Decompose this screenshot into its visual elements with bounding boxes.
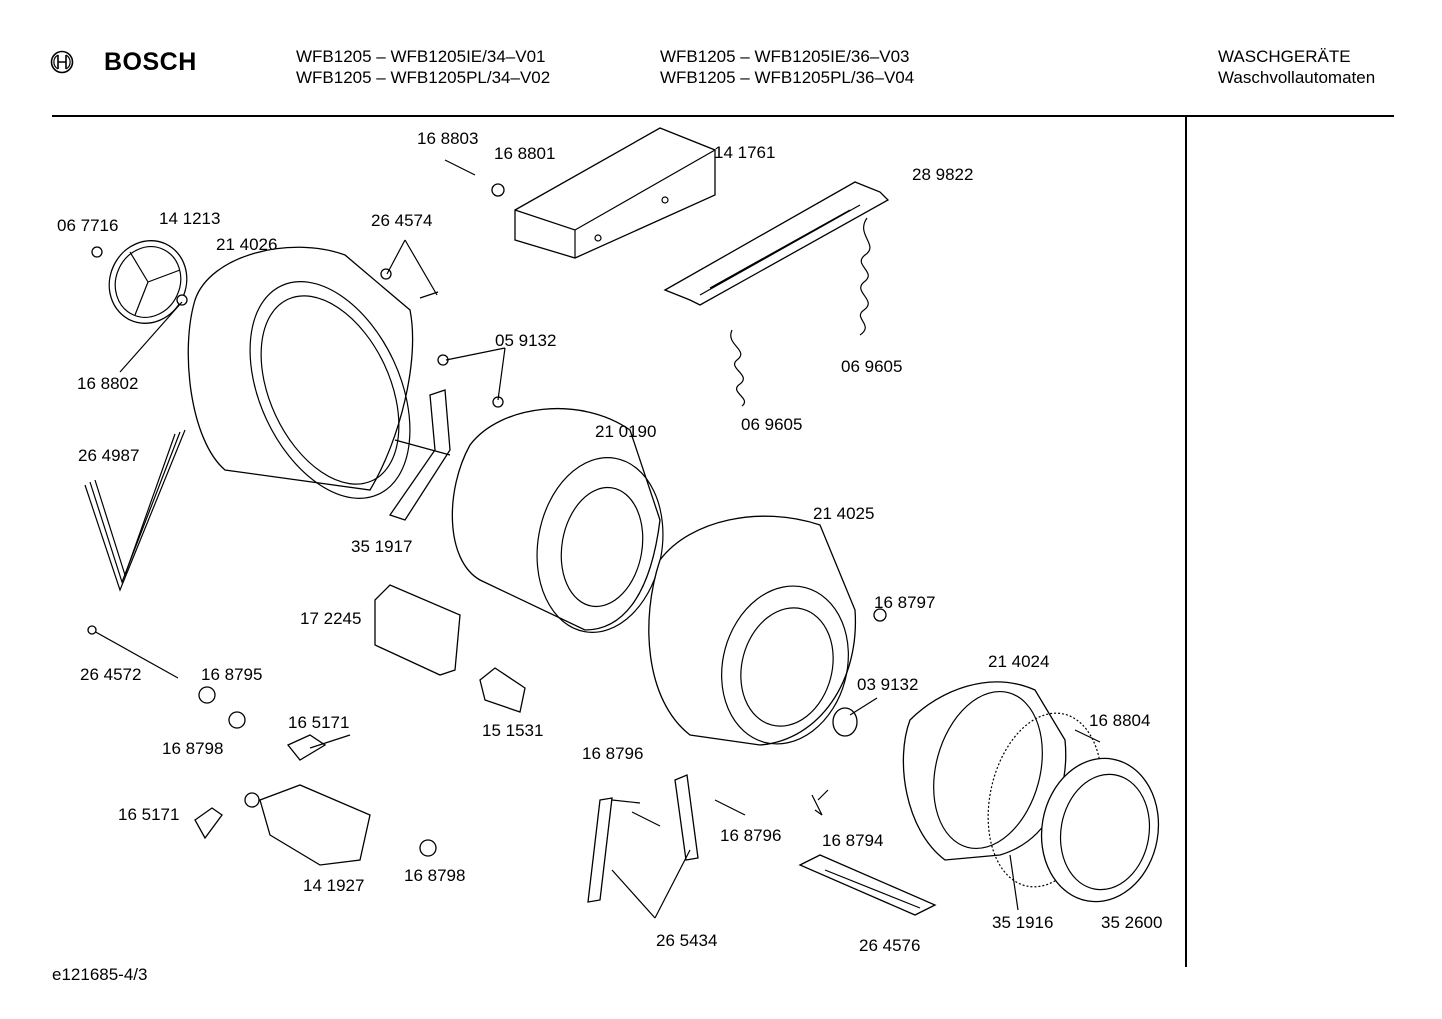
cover-box-part: [514, 127, 716, 259]
part-label-352600: 35 2600: [1101, 913, 1162, 932]
part-label-351917: 35 1917: [351, 537, 412, 556]
header-divider: [52, 115, 1394, 117]
drum-spider-part: [388, 389, 451, 521]
part-label-069605-left: 06 9605: [741, 415, 802, 434]
rear-tub-part: [187, 246, 414, 499]
part-label-168798-upper: 16 8798: [162, 739, 223, 758]
part-label-069605-right: 06 9605: [841, 357, 902, 376]
model-left-1: WFB1205 – WFB1205IE/34–V01: [296, 47, 546, 66]
brand-name: BOSCH: [104, 48, 197, 76]
part-label-168794: 16 8794: [822, 831, 883, 850]
model-right-2: WFB1205 – WFB1205PL/36–V04: [660, 68, 915, 87]
part-label-141927: 14 1927: [303, 876, 364, 895]
door-seal-part: [1040, 757, 1160, 903]
part-label-168796-lower: 16 8796: [720, 826, 781, 845]
bolt-parts: [631, 799, 746, 827]
part-label-168796-upper: 16 8796: [582, 744, 643, 763]
motor-part: [244, 784, 371, 866]
part-label-059132: 05 9132: [495, 331, 556, 350]
part-label-141213: 14 1213: [159, 209, 220, 228]
small-fasteners: [91, 159, 1101, 857]
spring-part-right: [859, 217, 871, 336]
part-label-039132: 03 9132: [857, 675, 918, 694]
pin-part: [87, 625, 179, 679]
part-label-168795: 16 8795: [201, 665, 262, 684]
shock-absorber-part-left: [587, 797, 613, 903]
part-label-168803: 16 8803: [417, 129, 478, 148]
part-label-214024: 21 4024: [988, 652, 1049, 671]
part-label-264987: 26 4987: [78, 446, 139, 465]
part-label-168797: 16 8797: [874, 593, 935, 612]
part-label-151531: 15 1531: [482, 721, 543, 740]
part-label-264572: 26 4572: [80, 665, 141, 684]
part-label-141761: 14 1761: [714, 143, 775, 162]
heater-part: [798, 854, 937, 916]
side-divider: [1185, 117, 1187, 967]
part-label-168804: 16 8804: [1089, 711, 1150, 730]
part-label-168798-lower: 16 8798: [404, 866, 465, 885]
bosch-logo-icon: [50, 50, 74, 74]
part-label-168802: 16 8802: [77, 374, 138, 393]
bracket-part: [663, 181, 890, 306]
heater-bracket-part: [374, 584, 461, 676]
drum-part: [451, 407, 664, 633]
part-label-165171-upper: 16 5171: [288, 713, 349, 732]
shock-absorber-part-right: [674, 774, 699, 861]
belt-part: [84, 429, 186, 592]
pulley-part: [108, 240, 188, 324]
part-label-351916: 35 1916: [992, 913, 1053, 932]
spring-part-left: [730, 329, 745, 407]
category-title: WASCHGERÄTE: [1218, 47, 1351, 66]
drawing-id: e121685-4/3: [52, 965, 148, 984]
part-label-172245: 17 2245: [300, 609, 361, 628]
part-label-067716: 06 7716: [57, 216, 118, 235]
part-label-264574: 26 4574: [371, 211, 432, 230]
part-label-264576: 26 4576: [859, 936, 920, 955]
part-label-214026: 21 4026: [216, 235, 277, 254]
subcategory-title: Waschvollautomaten: [1218, 68, 1376, 87]
clip-part-lower: [194, 807, 223, 840]
clip-part-upper: [286, 734, 327, 761]
clip-part: [479, 667, 526, 713]
leader-lines: [119, 239, 1019, 919]
part-label-168801: 16 8801: [494, 144, 555, 163]
part-label-214025: 21 4025: [813, 504, 874, 523]
part-label-265434: 26 5434: [656, 931, 717, 950]
model-right-1: WFB1205 – WFB1205IE/36–V03: [660, 47, 910, 66]
front-tub-part: [648, 515, 857, 746]
sensor-part: [811, 789, 829, 816]
part-label-289822: 28 9822: [912, 165, 973, 184]
model-left-2: WFB1205 – WFB1205PL/34–V02: [296, 68, 551, 87]
part-label-165171-lower: 16 5171: [118, 805, 179, 824]
part-label-210190: 21 0190: [595, 422, 656, 441]
